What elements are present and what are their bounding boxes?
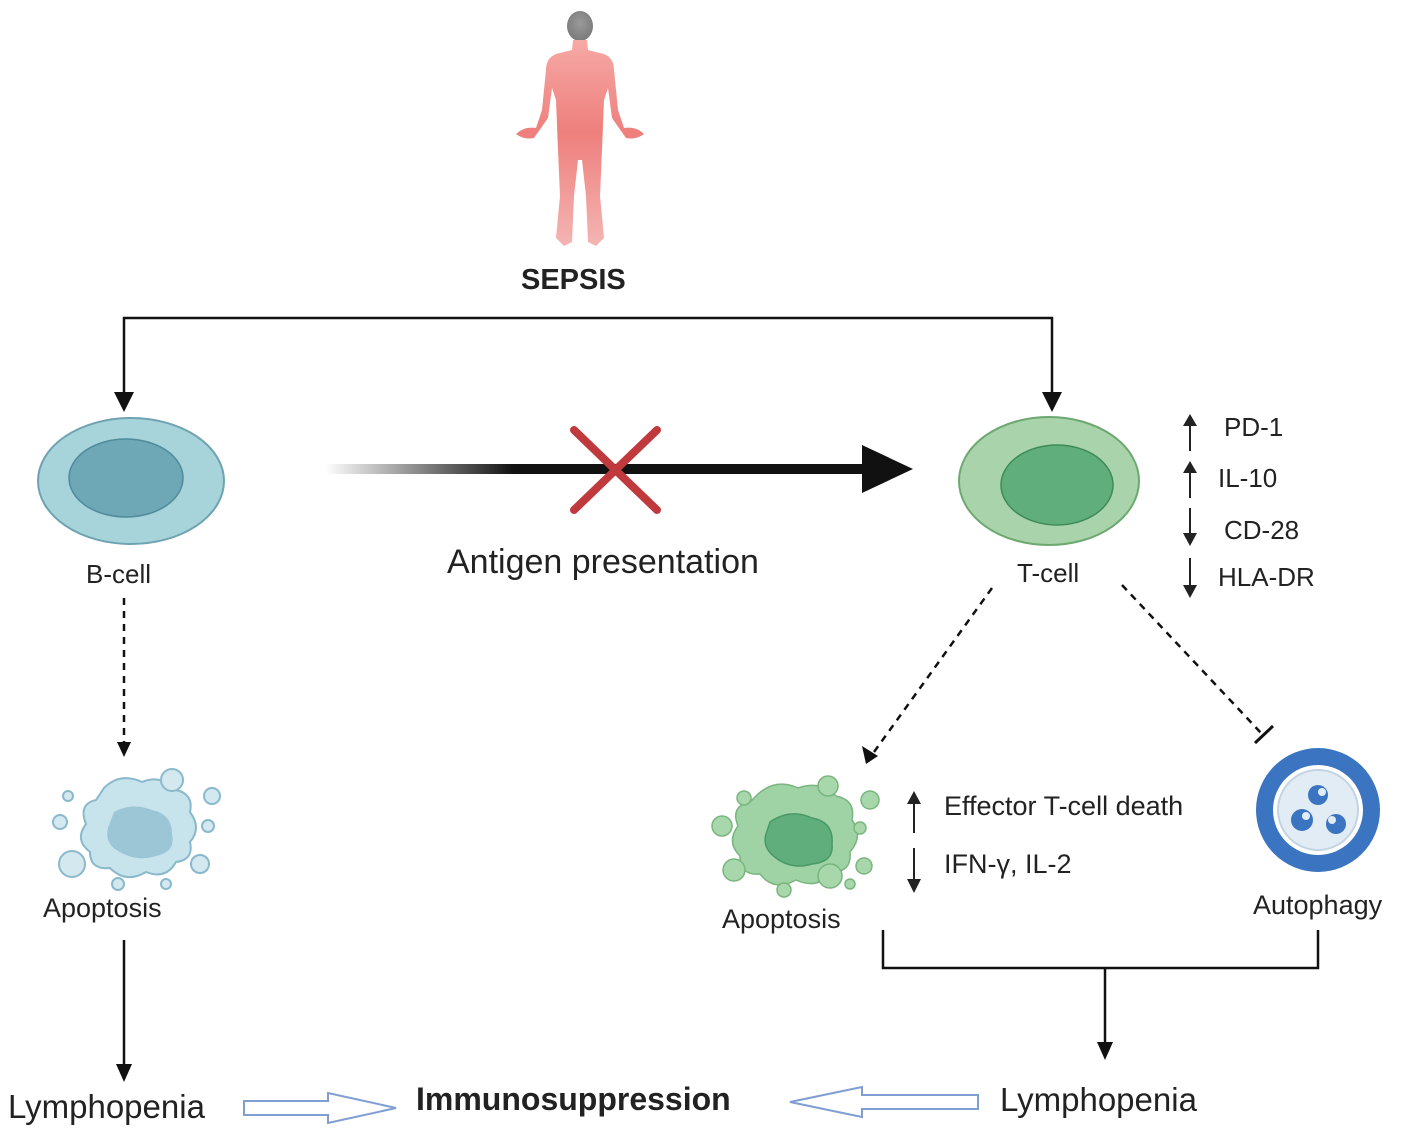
antigen-presentation-label: Antigen presentation <box>447 543 759 581</box>
effector-arrows <box>907 791 921 893</box>
b-cell-label: B-cell <box>86 559 152 589</box>
up-arrow-icon <box>1183 414 1197 426</box>
down-arrow-icon <box>907 879 921 893</box>
arrowhead-to-t-lymphopenia <box>1097 1042 1113 1060</box>
arrowhead-to-b-cell <box>114 392 134 412</box>
t-branch-merge-connector <box>881 930 1320 1044</box>
marker-pd1-label: PD-1 <box>1224 412 1284 442</box>
t-apoptosis-label: Apoptosis <box>722 904 841 934</box>
t-cell-icon <box>958 416 1140 546</box>
down-arrow-icon <box>1183 585 1197 598</box>
marker-cd28-label: CD-28 <box>1224 515 1300 545</box>
arrowhead-to-t-apoptosis <box>862 746 878 764</box>
inhibition-bar <box>1253 724 1275 745</box>
sepsis-title: SEPSIS <box>521 264 626 296</box>
t-cell-inhibits-autophagy-dashed <box>1121 584 1263 735</box>
t-cell-to-apoptosis-dashed-arrow <box>872 587 994 753</box>
antigen-presentation-arrow <box>325 445 913 493</box>
t-cell-apoptosis-icon <box>711 775 880 898</box>
hollow-arrow-left-to-center <box>243 1091 397 1125</box>
immunosuppression-label: Immunosuppression <box>416 1081 731 1117</box>
t-cell-label: T-cell <box>1017 558 1080 588</box>
arrowhead-to-t-cell <box>1042 392 1062 412</box>
ifn-il2-label: IFN-γ, IL-2 <box>944 849 1072 879</box>
up-arrow-icon <box>907 791 921 804</box>
b-cell-icon <box>37 417 225 545</box>
up-arrow-icon <box>1183 461 1197 473</box>
down-arrow-icon <box>1183 533 1197 546</box>
hollow-arrow-right-to-center <box>789 1085 979 1119</box>
b-apoptosis-label: Apoptosis <box>43 893 162 923</box>
sepsis-branch-connector <box>122 316 1054 392</box>
b-cell-apoptosis-icon <box>52 768 221 891</box>
marker-il10-label: IL-10 <box>1218 463 1278 493</box>
autophagy-label: Autophagy <box>1253 890 1383 920</box>
effector-death-label: Effector T-cell death <box>944 791 1184 821</box>
autophagy-icon <box>1256 748 1380 872</box>
human-body-icon <box>516 11 644 246</box>
b-lymphopenia-label: Lymphopenia <box>8 1088 205 1125</box>
blocked-cross-icon <box>570 426 661 514</box>
marker-hladr-label: HLA-DR <box>1218 562 1315 592</box>
arrowhead-to-b-lymphopenia <box>116 1064 132 1082</box>
t-lymphopenia-label: Lymphopenia <box>1000 1081 1197 1118</box>
marker-arrows <box>1183 414 1197 598</box>
arrowhead-to-b-apoptosis <box>117 742 131 757</box>
